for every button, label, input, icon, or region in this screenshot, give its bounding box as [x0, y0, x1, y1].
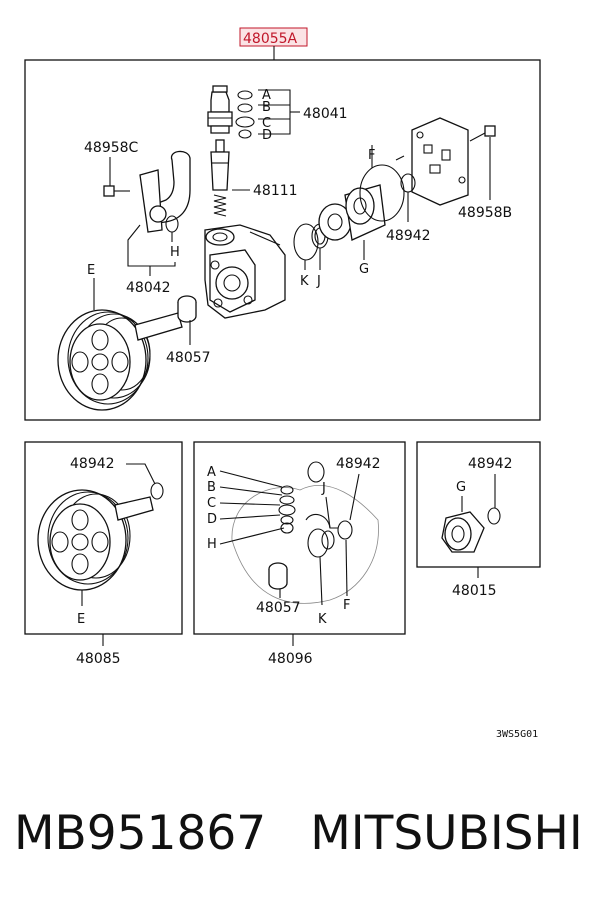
main-assembly-box [24, 59, 541, 421]
label-b-kit: B [207, 480, 216, 495]
label-48015: 48015 [452, 583, 497, 599]
rotor-kit-drawing [441, 511, 485, 553]
label-48958b: 48958B [458, 205, 512, 221]
gasket-f-kit-drawing [305, 513, 338, 529]
label-48942-kit1: 48942 [70, 456, 115, 472]
fitting-48041-drawing [207, 85, 233, 134]
seal-kit-outline-drawing [231, 461, 379, 604]
o-ring-kit3-drawing [487, 507, 501, 525]
pulley-e-main-drawing [57, 309, 183, 411]
gasket-f-drawing [359, 164, 405, 222]
diagram-code: 3WS5G01 [496, 729, 538, 740]
pulley-e-kit-drawing [37, 489, 154, 591]
label-48041: 48041 [303, 106, 348, 122]
label-c: C [262, 116, 271, 131]
rotor-g-drawing [318, 184, 386, 241]
label-g-kit: G [456, 480, 466, 495]
valve-48111-drawing [210, 139, 230, 217]
footer-brand: MITSUBISHI [310, 806, 583, 861]
label-48042: 48042 [126, 280, 171, 296]
label-j-kit: J [321, 481, 326, 496]
pump-body-drawing [204, 224, 286, 319]
label-g-main: G [359, 262, 369, 277]
label-f-main: F [368, 148, 375, 163]
label-b: B [262, 100, 271, 115]
label-48942-main: 48942 [386, 228, 431, 244]
footer-part-number: MB951867 [14, 806, 267, 861]
label-d-kit: D [207, 512, 217, 527]
rear-cover-drawing [395, 117, 469, 206]
label-c-kit: C [207, 496, 216, 511]
label-j-main: J [316, 274, 321, 289]
label-f-kit: F [343, 598, 350, 613]
bushing-48057-drawing [177, 295, 197, 323]
o-ring-kit1-drawing [150, 482, 164, 500]
assembly-part-label[interactable]: 48055A [243, 31, 298, 47]
label-e-main: E [87, 263, 95, 278]
label-k-main: K [300, 274, 309, 289]
label-48958c: 48958C [84, 140, 139, 156]
label-48942-kit3: 48942 [468, 456, 513, 472]
footer: MB951867 MITSUBISHI [14, 806, 594, 861]
label-k-kit: K [318, 612, 327, 627]
label-a: A [262, 88, 271, 103]
label-h: H [170, 245, 180, 260]
label-48057-kit: 48057 [256, 600, 301, 616]
label-h-kit: H [207, 537, 217, 552]
label-48942-kit2: 48942 [336, 456, 381, 472]
label-48085: 48085 [76, 651, 121, 667]
label-48111: 48111 [253, 183, 298, 199]
kit-48096-box [193, 441, 406, 635]
label-d: D [262, 128, 272, 143]
label-48057-main: 48057 [166, 350, 211, 366]
label-48096: 48096 [268, 651, 313, 667]
o-rings-kit-drawing [278, 485, 296, 534]
seal-k-kit-drawing [307, 528, 329, 558]
label-e-kit: E [77, 612, 85, 627]
bushing-kit-drawing [268, 562, 288, 590]
bolt-48958b-drawing [469, 125, 496, 142]
bolt-48958c-drawing [103, 185, 130, 197]
o-rings-abcd-drawing [235, 90, 255, 139]
assembly-callout[interactable]: 48055A [239, 27, 308, 47]
label-a-kit: A [207, 465, 216, 480]
pipe-48042-drawing [139, 150, 191, 233]
